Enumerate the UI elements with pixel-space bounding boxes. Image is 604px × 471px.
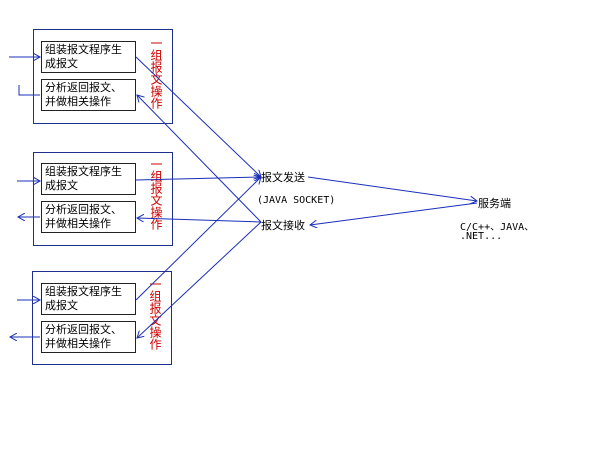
server-langs-line2: .NET...: [460, 231, 503, 242]
send-arrow-1: [135, 56, 261, 177]
receive-arrow-2: [137, 218, 262, 223]
group-label-3: 一组报文操作: [148, 278, 162, 350]
send-arrow-2: [135, 177, 261, 180]
socket-label: (JAVA SOCKET): [257, 195, 336, 206]
parse-response-box-1: 分析返回报文、并做相关操作: [41, 79, 136, 111]
build-message-box-2: 组装报文程序生成报文: [41, 163, 136, 195]
output-arrow-1: [18, 85, 40, 96]
group-label-1: 一组报文操作: [149, 37, 163, 109]
parse-response-box-3: 分析返回报文、并做相关操作: [41, 321, 136, 353]
server-label: 服务端: [478, 197, 511, 210]
send-label: 报文发送: [261, 171, 305, 184]
receive-arrow-1: [137, 95, 262, 223]
receive-arrow-3: [137, 221, 262, 338]
group-label-2: 一组报文操作: [149, 158, 163, 230]
receive-label: 报文接收: [261, 219, 305, 232]
build-message-box-1: 组装报文程序生成报文: [41, 41, 136, 73]
server-langs-line1: C/C++、JAVA、: [460, 222, 535, 233]
build-message-box-3: 组装报文程序生成报文: [41, 283, 136, 315]
send-arrow-3: [135, 177, 261, 301]
from-server-arrow: [310, 202, 478, 225]
parse-response-box-2: 分析返回报文、并做相关操作: [41, 201, 136, 233]
to-server-arrow: [307, 176, 477, 201]
